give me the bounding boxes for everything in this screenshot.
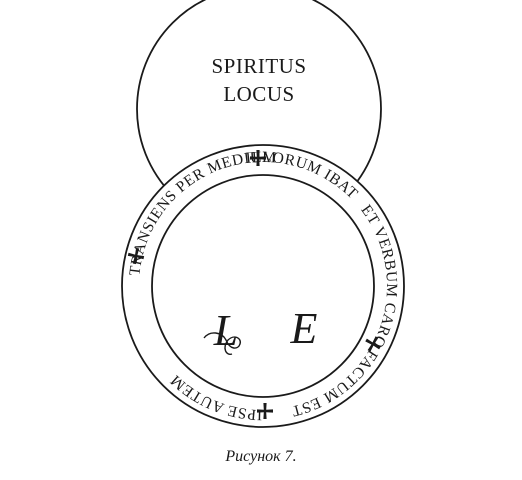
inner-ring-circle bbox=[151, 174, 375, 398]
spiritus-label: SPIRITUS bbox=[211, 54, 306, 78]
monogram-right: E bbox=[290, 304, 318, 353]
outer-ring-fill bbox=[122, 145, 404, 427]
figure-caption: Рисунок 7. bbox=[225, 448, 297, 465]
cross-icon bbox=[365, 336, 381, 352]
cross-icon bbox=[250, 150, 266, 166]
cross-icon bbox=[257, 403, 273, 419]
monogram-flourish bbox=[203, 332, 241, 355]
outer-ring-circle bbox=[121, 144, 405, 428]
monogram-left: L bbox=[203, 306, 241, 355]
cross-icon bbox=[127, 247, 145, 265]
locus-label: LOCUS bbox=[223, 82, 294, 106]
